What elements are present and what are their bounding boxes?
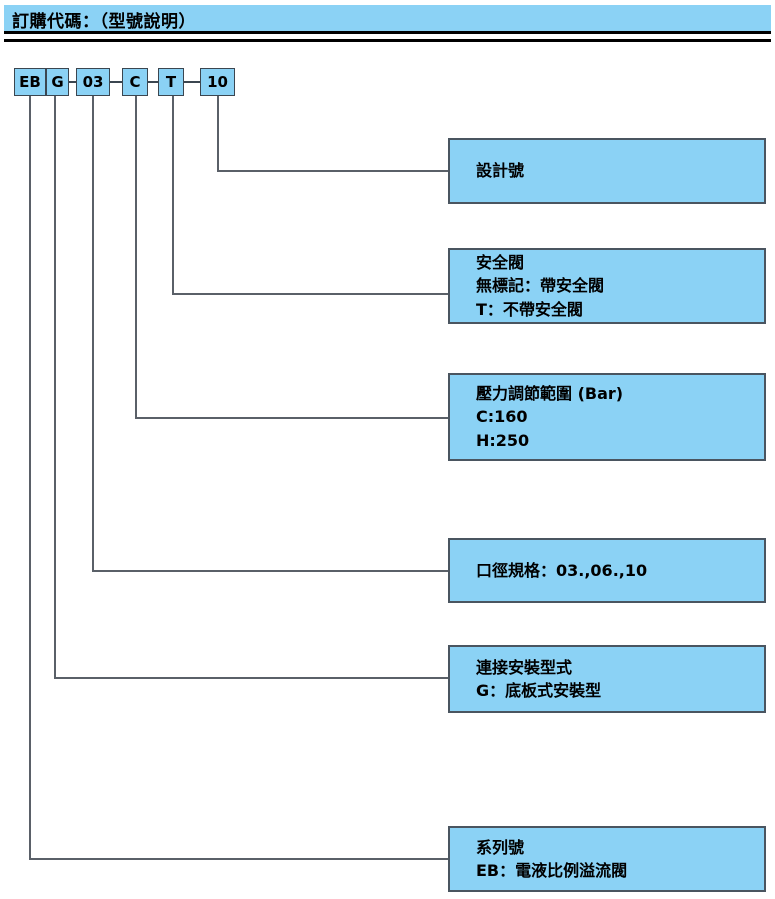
description-line: 連接安裝型式 xyxy=(476,657,573,677)
code-connector-dash-1 xyxy=(69,81,76,83)
connector-safety-valve-horizontal xyxy=(172,293,448,295)
connector-pressure-range-horizontal xyxy=(135,417,448,419)
code-token-10: 10 xyxy=(200,68,235,96)
description-line: 口徑規格：03.,06.,10 xyxy=(476,560,648,580)
description-box-mounting-type: 連接安裝型式 G：底板式安裝型 xyxy=(448,645,766,713)
code-token-g: G xyxy=(46,68,69,96)
code-connector-dash-3 xyxy=(148,81,158,83)
description-line: 設計號 xyxy=(476,161,525,181)
description-box-port-size: 口徑規格：03.,06.,10 xyxy=(448,538,766,603)
description-box-design-number: 設計號 xyxy=(448,138,766,204)
code-token-t: T xyxy=(158,68,184,96)
header-divider-bottom xyxy=(4,39,771,42)
header-divider-top xyxy=(4,31,771,34)
connector-series-number-horizontal xyxy=(29,858,448,860)
description-line: 安全閥 xyxy=(476,253,525,273)
connector-port-size-vertical xyxy=(92,96,94,570)
description-line: T：不帶安全閥 xyxy=(476,299,583,319)
connector-design-number-vertical xyxy=(217,96,219,170)
code-connector-dash-2 xyxy=(110,81,122,83)
code-token-eb: EB xyxy=(14,68,46,96)
connector-safety-valve-vertical xyxy=(172,96,174,293)
description-box-series-number: 系列號 EB：電液比例溢流閥 xyxy=(448,826,766,892)
description-line: H:250 xyxy=(476,430,530,450)
code-connector-dash-4 xyxy=(184,81,200,83)
connector-series-number-vertical xyxy=(29,96,31,858)
code-token-03: 03 xyxy=(76,68,110,96)
connector-mounting-type-vertical xyxy=(54,96,56,677)
description-line: 壓力調節範圍 (Bar) xyxy=(476,384,624,404)
description-line: 無標記：帶安全閥 xyxy=(476,276,605,296)
connector-pressure-range-vertical xyxy=(135,96,137,417)
connector-design-number-horizontal xyxy=(217,170,448,172)
description-line: 系列號 xyxy=(476,837,525,857)
header-bar xyxy=(4,5,771,31)
description-box-safety-valve: 安全閥無標記：帶安全閥 T：不帶安全閥 xyxy=(448,248,766,324)
code-token-c: C xyxy=(122,68,148,96)
description-line: EB：電液比例溢流閥 xyxy=(476,861,628,880)
description-line: G：底板式安裝型 xyxy=(476,681,602,700)
description-line: C:160 xyxy=(476,407,528,427)
page-title: 訂購代碼：（型號說明） xyxy=(12,12,196,32)
connector-mounting-type-horizontal xyxy=(54,677,448,679)
connector-port-size-horizontal xyxy=(92,570,448,572)
